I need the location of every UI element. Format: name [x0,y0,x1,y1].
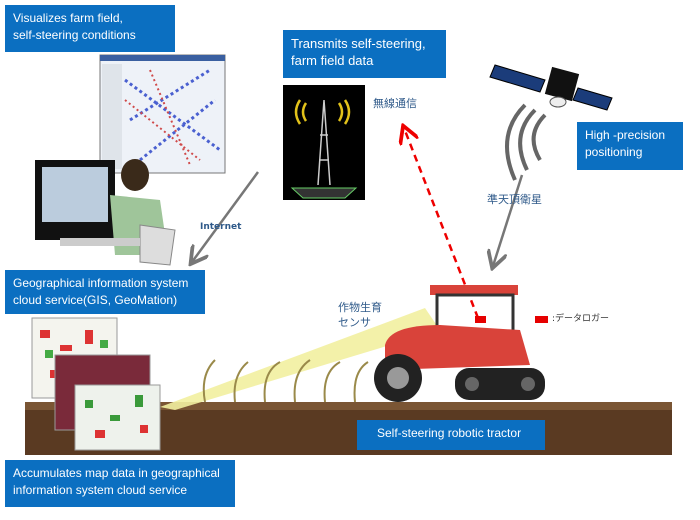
positioning-label: High -precision positioning [577,122,683,170]
sensor-beam [160,308,440,410]
transmits-label: Transmits self-steering, farm field data [283,30,446,78]
data-logger-legend-swatch [535,316,548,323]
accumulates-label: Accumulates map data in geographical inf… [5,460,235,507]
gis-label: Geographical information system cloud se… [5,270,205,314]
satellite-illustration [489,64,613,181]
satellite-annotation: 準天頂衛星 [487,193,542,206]
data-logger-marker [475,316,486,323]
person-at-computer-illustration [35,159,176,266]
satellite-arrow [493,174,524,266]
tractor-illustration [374,285,545,402]
visualizes-label: Visualizes farm field, self-steering con… [5,5,175,52]
internet-arrow [192,171,260,262]
sensor-annotation: 作物生育 センサ [338,301,382,329]
map-data-illustration [31,317,161,451]
tractor-label: Self-steering robotic tractor [357,420,545,450]
internet-annotation: Internet [200,222,242,232]
wireless-arrow [404,128,480,319]
radio-tower-illustration [283,85,365,200]
gis-screenshot [99,54,226,174]
crop-plants [202,359,369,403]
wireless-annotation: 無線通信 [373,97,417,110]
data-logger-annotation: :データロガー [552,314,610,324]
